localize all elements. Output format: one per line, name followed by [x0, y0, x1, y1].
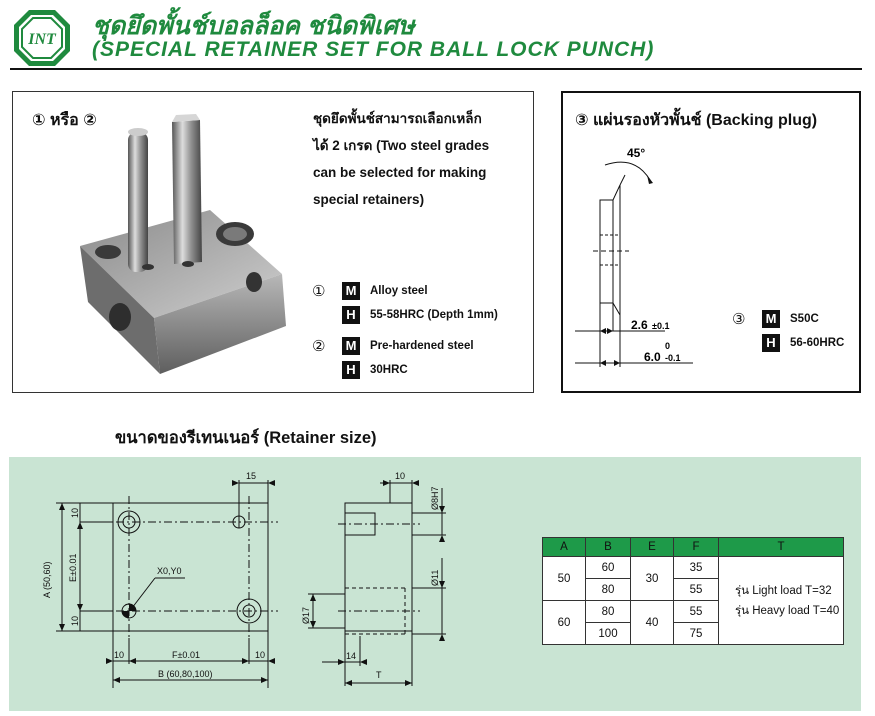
header-divider [10, 68, 862, 70]
table-header-row: A B E F T [542, 537, 844, 557]
grade-item: ① M Alloy steel [312, 282, 428, 300]
backing-plug-panel [561, 91, 861, 393]
grade-h-badge: H [342, 306, 360, 324]
plug-grade-list: ③ M S50C H 56-60HRC [732, 310, 844, 352]
retainer-dimension-drawing: A (50,60) E±0.01 10 10 10 10 F±0.01 B (6… [42, 471, 446, 688]
col-a-header: A [542, 537, 586, 557]
svg-text:45°: 45° [627, 146, 645, 160]
grade-h-badge: H [762, 334, 780, 352]
svg-text:0: 0 [665, 341, 670, 351]
table-row: 50 60 30 35 รุ่น Light load T=32 รุ่น He… [542, 556, 844, 645]
svg-text:6.0: 6.0 [644, 350, 661, 364]
options-heading: ① หรือ ② [32, 112, 97, 129]
svg-text:±0.1: ±0.1 [652, 321, 669, 331]
table-row: 100 75 [543, 622, 844, 645]
load-type-cell: รุ่น Light load T=32 รุ่น Heavy load T=4… [718, 556, 844, 645]
svg-text:-0.1: -0.1 [665, 353, 681, 363]
svg-text:B (60,80,100): B (60,80,100) [158, 669, 213, 679]
table-row: 60 80 40 55 [542, 600, 844, 645]
svg-text:10: 10 [70, 616, 80, 626]
grade-h-badge: H [342, 361, 360, 379]
col-e-header: E [630, 537, 674, 557]
col-b-header: B [585, 537, 631, 557]
grade-m-badge: M [342, 282, 360, 300]
grade-item: ② M Pre-hardened steel [312, 337, 474, 355]
grade-m-badge: M [762, 310, 780, 328]
svg-text:14: 14 [346, 651, 356, 661]
svg-text:X0,Y0: X0,Y0 [157, 566, 182, 576]
svg-text:Ø8H7: Ø8H7 [430, 486, 440, 510]
grade-list-1: ① M Alloy steel H 55-58HRC (Depth 1mm) [312, 282, 498, 324]
svg-text:10: 10 [70, 508, 80, 518]
grade-item: H 56-60HRC [732, 334, 844, 352]
svg-text:10: 10 [114, 650, 124, 660]
grade-list-2: ② M Pre-hardened steel H 30HRC [312, 337, 474, 379]
retainer-options-panel [12, 91, 534, 393]
svg-text:15: 15 [246, 471, 256, 481]
svg-text:10: 10 [395, 471, 405, 481]
col-t-header: T [718, 537, 844, 557]
retainer-size-heading: ขนาดของรีเทนเนอร์ (Retainer size) [115, 429, 377, 447]
svg-text:T: T [376, 670, 382, 680]
svg-text:F±0.01: F±0.01 [172, 650, 200, 660]
backing-plug-drawing: 45° 2.6 ±0.1 0 6.0 -0.1 [575, 146, 693, 367]
svg-text:INT: INT [27, 31, 57, 48]
col-f-header: F [673, 537, 719, 557]
svg-text:Ø17: Ø17 [301, 607, 311, 624]
svg-text:10: 10 [255, 650, 265, 660]
grade-m-badge: M [342, 337, 360, 355]
grade-item: H 30HRC [312, 361, 474, 379]
backing-plug-heading: ③ แผ่นรองหัวพั้นช์ (Backing plug) [575, 112, 818, 129]
svg-text:2.6: 2.6 [631, 318, 648, 332]
int-logo: INT [14, 10, 70, 66]
retainer-block-photo [80, 114, 286, 374]
page-title-english: (SPECIAL RETAINER SET FOR BALL LOCK PUNC… [92, 38, 655, 61]
page-title-thai: ชุดยึดพั้นช์บอลล็อค ชนิดพิเศษ [92, 12, 415, 40]
svg-text:Ø11: Ø11 [430, 570, 440, 586]
retainer-spec-table: A B E F T 50 60 30 35 รุ่น Light load T=… [542, 537, 844, 645]
table-row: 80 55 [543, 578, 844, 601]
grade-item: H 55-58HRC (Depth 1mm) [312, 306, 498, 324]
svg-text:A (50,60): A (50,60) [42, 561, 52, 598]
steel-grade-description: ชุดยึดพั้นช์สามารถเลือกเหล็ก ได้ 2 เกรด … [313, 111, 490, 207]
grade-item: ③ M S50C [732, 310, 819, 328]
svg-text:E±0.01: E±0.01 [68, 554, 78, 582]
